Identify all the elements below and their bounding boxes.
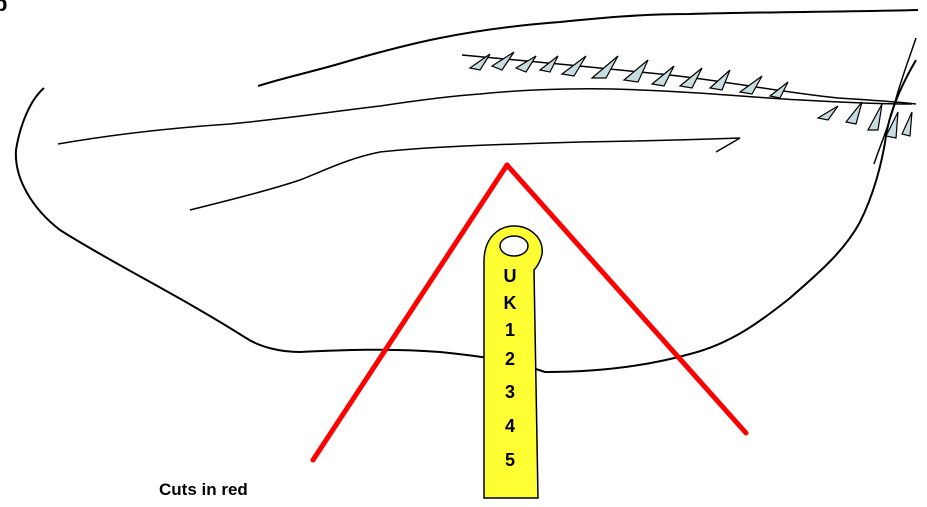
ear-tag-char-2: K bbox=[504, 293, 517, 313]
ear-fold-upper bbox=[58, 89, 912, 144]
cut-line-right bbox=[507, 165, 746, 433]
heading-fragment: p bbox=[0, 0, 7, 17]
ear-tag-hole bbox=[500, 236, 528, 256]
ear-tag-char-1: U bbox=[504, 266, 517, 286]
caption-cuts-in-red: Cuts in red bbox=[159, 480, 248, 500]
ear-rim bbox=[258, 10, 918, 86]
ear-fold-middle bbox=[190, 138, 740, 210]
ear-tag-char-6: 4 bbox=[505, 416, 515, 436]
ear-tag-char-5: 3 bbox=[505, 382, 515, 402]
hair-tufts bbox=[470, 52, 912, 138]
ear-tag: U K 1 2 3 4 5 bbox=[484, 226, 542, 498]
ear-tag-char-3: 1 bbox=[505, 320, 515, 340]
ear-tag-char-4: 2 bbox=[505, 349, 515, 369]
cut-line-left bbox=[313, 165, 507, 460]
ear-outline bbox=[16, 60, 916, 372]
ear-tag-char-7: 5 bbox=[505, 450, 515, 470]
